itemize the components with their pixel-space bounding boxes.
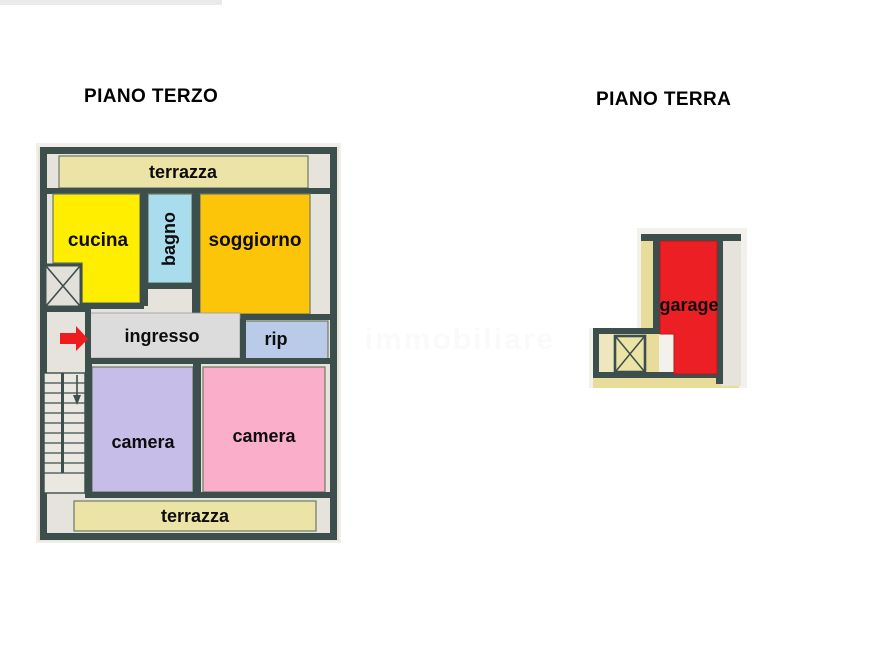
plan-title-third-floor: PIANO TERZO (84, 86, 219, 107)
room-terrazza-bottom: terrazza (73, 500, 317, 532)
room-label-camera-right: camera (232, 426, 296, 446)
wall-left-entrance (85, 309, 91, 364)
staircase (43, 372, 86, 494)
wall-left-of-rip (240, 319, 246, 361)
room-label-ingresso: ingresso (124, 326, 199, 346)
room-label-terrazza-top: terrazza (149, 162, 218, 182)
wall-below-ingresso (85, 358, 330, 364)
interior-walls-upper (82, 194, 330, 320)
plan-title-ground-floor: PIANO TERRA (596, 89, 732, 110)
wall-below-shaft (45, 306, 85, 312)
garage-walls (593, 234, 741, 384)
outer-walls (40, 147, 337, 540)
watermark: immobiliare (364, 323, 556, 356)
shaft-x-third-floor (43, 263, 83, 309)
room-ingresso: ingresso (87, 312, 241, 359)
room-camera-left: camera (91, 366, 194, 493)
wall-left-bedrooms (85, 364, 92, 496)
entrance-arrow (60, 326, 88, 351)
wall-between-bedrooms (193, 364, 201, 496)
room-soggiorno: soggiorno (199, 193, 311, 315)
floor-plan-third-floor: terrazza cucina bagno soggiorno ingresso (36, 143, 341, 548)
room-garage: garage (659, 240, 719, 375)
right-wall-band (721, 236, 741, 386)
room-label-soggiorno: soggiorno (209, 230, 302, 251)
room-label-rip: rip (264, 329, 287, 349)
shaft-x-ground-floor (613, 334, 647, 374)
room-label-camera-left: camera (111, 432, 175, 452)
room-label-bagno: bagno (159, 212, 179, 266)
room-camera-right: camera (202, 366, 326, 493)
floor-plan-ground-floor: garage (589, 228, 747, 408)
room-label-terrazza-bottom: terrazza (161, 506, 230, 526)
room-label-cucina: cucina (68, 230, 129, 251)
room-label-garage: garage (659, 295, 718, 315)
room-rip: rip (243, 320, 329, 360)
wall-below-terrazza-top (47, 188, 337, 194)
room-bagno: bagno (147, 193, 193, 284)
wall-below-bedrooms (85, 492, 330, 498)
top-edge-strip (0, 0, 222, 5)
room-terrazza-top: terrazza (58, 155, 309, 189)
